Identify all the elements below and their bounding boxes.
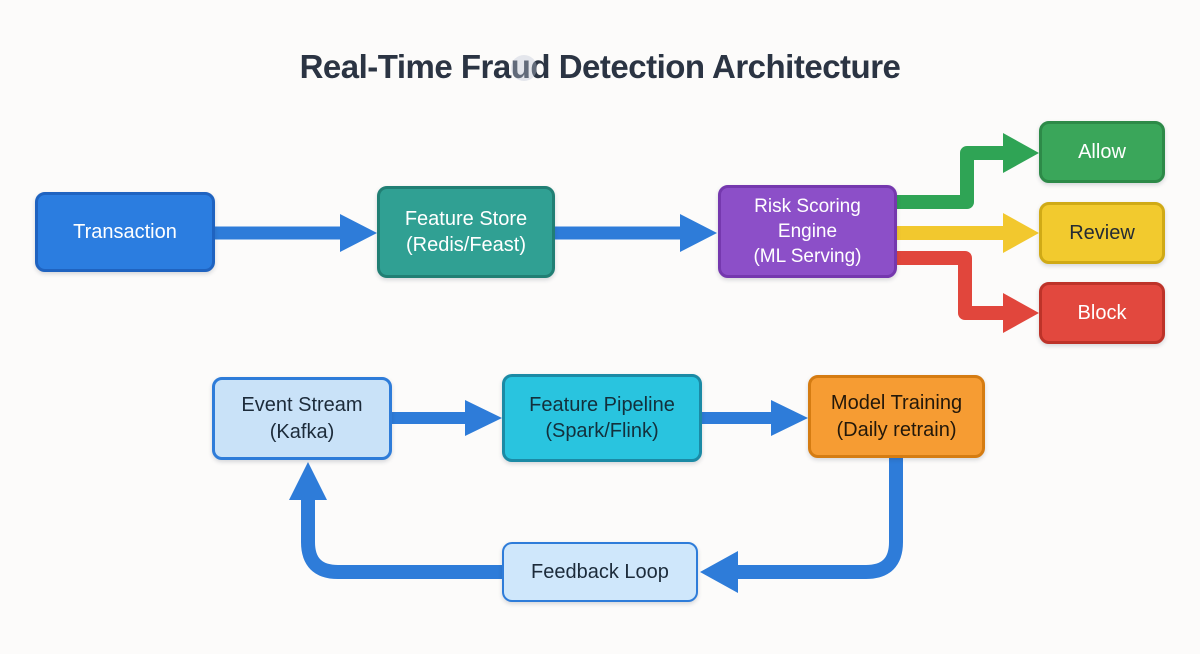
arrow-event-stream-to-feature-pipeline bbox=[392, 400, 502, 436]
node-review-label: Review bbox=[1069, 221, 1135, 244]
node-feature-pipeline-sublabel: (Spark/Flink) bbox=[545, 420, 659, 442]
node-model-training: Model Training (Daily retrain) bbox=[808, 375, 985, 458]
node-feature-store: Feature Store (Redis/Feast) bbox=[377, 186, 555, 278]
arrow-feature-store-to-risk-engine bbox=[555, 214, 717, 252]
arrow-feature-pipeline-to-model-training bbox=[702, 400, 808, 436]
node-model-training-sublabel: (Daily retrain) bbox=[836, 418, 957, 441]
node-feature-pipeline: Feature Pipeline (Spark/Flink) bbox=[502, 374, 702, 462]
arrow-risk-engine-to-block bbox=[897, 251, 1039, 333]
node-event-stream-sublabel: (Kafka) bbox=[269, 420, 335, 443]
node-feature-store-sublabel: (Redis/Feast) bbox=[405, 234, 527, 256]
node-event-stream: Event Stream (Kafka) bbox=[212, 377, 392, 460]
arrow-model-training-to-feedback-loop bbox=[700, 456, 903, 593]
node-risk-scoring-engine-sublabel: (ML Serving) bbox=[753, 246, 862, 268]
diagram-title: Real-Time Fraud Detection Architecture bbox=[299, 48, 901, 85]
arrow-feedback-loop-to-event-stream bbox=[289, 462, 503, 579]
node-risk-scoring-engine-label: Risk Scoring Engine bbox=[754, 195, 861, 242]
node-feedback-loop: Feedback Loop bbox=[502, 542, 698, 602]
arrow-risk-engine-to-review bbox=[897, 213, 1039, 253]
node-feature-store-label: Feature Store bbox=[404, 207, 528, 230]
node-review: Review bbox=[1039, 202, 1165, 264]
node-allow-label: Allow bbox=[1078, 140, 1126, 163]
node-risk-scoring-engine: Risk Scoring Engine (ML Serving) bbox=[718, 185, 897, 278]
node-block: Block bbox=[1039, 282, 1165, 344]
node-feature-pipeline-label: Feature Pipeline bbox=[529, 393, 675, 416]
node-transaction: Transaction bbox=[35, 192, 215, 272]
node-block-label: Block bbox=[1077, 301, 1127, 324]
node-transaction-label: Transaction bbox=[73, 220, 177, 243]
cursor-overlay bbox=[511, 55, 537, 81]
node-event-stream-label: Event Stream bbox=[241, 394, 363, 417]
arrow-transaction-to-feature-store bbox=[215, 214, 377, 252]
node-feedback-loop-label: Feedback Loop bbox=[531, 560, 669, 583]
node-allow: Allow bbox=[1039, 121, 1165, 183]
node-model-training-label: Model Training bbox=[830, 392, 963, 415]
arrow-risk-engine-to-allow bbox=[897, 133, 1039, 209]
